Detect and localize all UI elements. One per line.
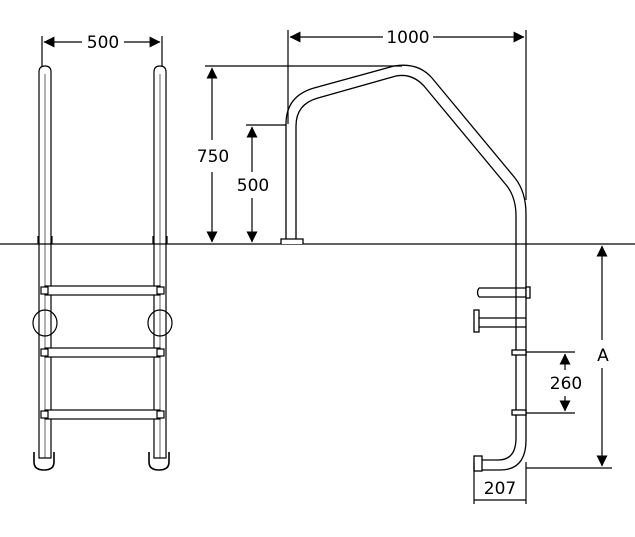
- length-dimension: [287, 30, 527, 200]
- step-marker-lower: [511, 409, 527, 416]
- front-step-3: [40, 409, 165, 420]
- front-left-rail: [32, 65, 58, 471]
- length-label: 1000: [386, 28, 429, 48]
- step-spacing-label: 260: [550, 374, 582, 394]
- front-view: [32, 65, 173, 471]
- side-step-2: [473, 309, 526, 333]
- total-height-label: 750: [197, 147, 229, 167]
- depth-dimension: [526, 245, 612, 469]
- front-right-rail: [147, 65, 173, 471]
- front-step-1: [40, 285, 165, 296]
- handrail-inner: [295, 74, 517, 461]
- total-height-dimension: [205, 65, 402, 243]
- deck-anchor-plate: [280, 238, 304, 244]
- bottom-offset-dimension: [473, 462, 527, 504]
- side-step-1: [476, 286, 531, 299]
- front-step-2: [40, 347, 165, 358]
- handrail-height-label: 500: [237, 176, 269, 196]
- bottom-offset-label: 207: [484, 479, 516, 499]
- depth-label: A: [597, 346, 609, 366]
- front-width-dimension: [41, 36, 163, 66]
- bottom-wall-bracket: [473, 455, 483, 472]
- front-width-label: 500: [87, 33, 119, 53]
- handrail-height-dimension: [246, 124, 286, 243]
- side-view: [280, 64, 575, 472]
- step-marker-upper: [511, 349, 527, 356]
- handrail-outer: [285, 64, 527, 471]
